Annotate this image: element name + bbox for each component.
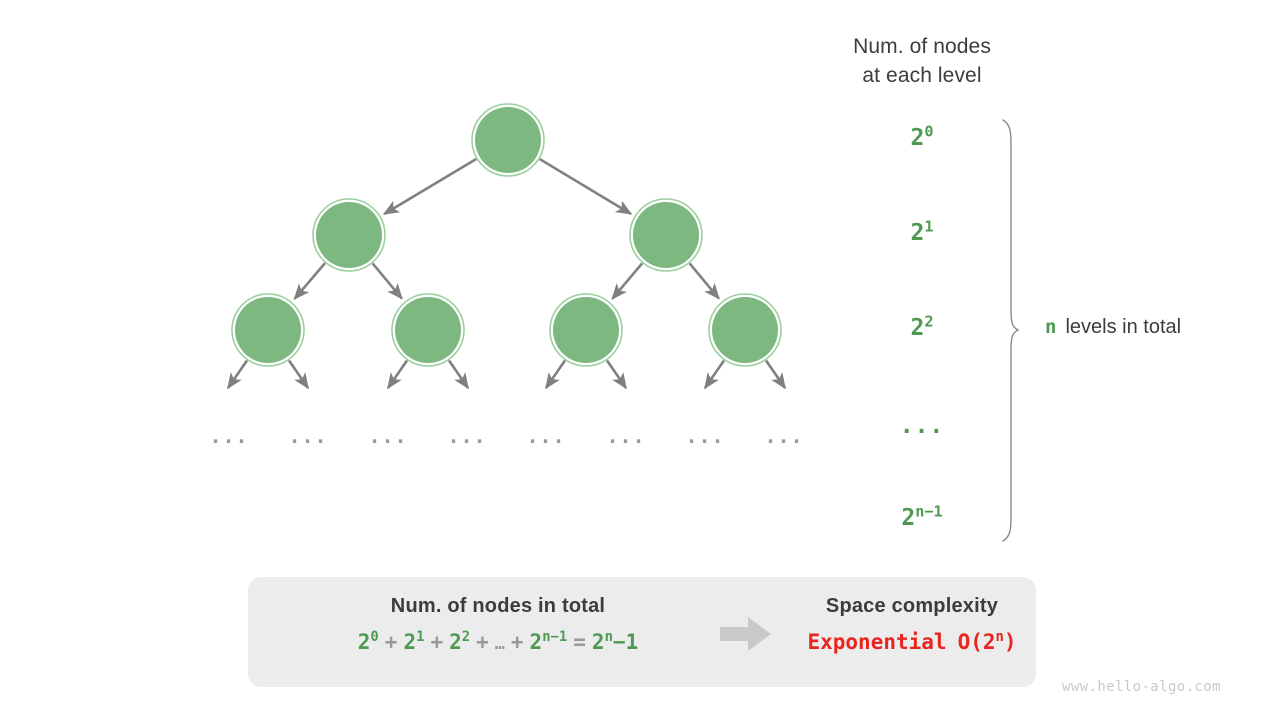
tree-node — [629, 198, 703, 272]
levels-total-variable: n — [1045, 316, 1057, 338]
tree-node-disc — [235, 297, 301, 363]
level-count-exponent: 2 — [924, 312, 934, 331]
tree-node — [391, 293, 465, 367]
complexity-notation: O(2n) — [957, 629, 1017, 654]
formula-term-1: 21 — [403, 629, 425, 654]
tree-node-ring — [708, 293, 782, 367]
tree-node-disc — [553, 297, 619, 363]
leaf-ellipsis-5: ... — [606, 424, 646, 448]
tree-edge — [382, 157, 477, 216]
formula-plus-0: + — [384, 630, 398, 654]
tree-node-disc — [316, 202, 382, 268]
level-count-base: 2 — [901, 505, 916, 531]
formula-result: 2n−1 — [591, 629, 639, 654]
complexity-label: Exponential — [807, 630, 947, 654]
tree-node-ring — [471, 103, 545, 177]
level-count-1: 21 — [852, 217, 992, 246]
levels-total-text: levels in total — [1065, 316, 1182, 338]
formula-term-last: 2n−1 — [529, 629, 568, 654]
tree-edge — [539, 157, 633, 215]
tree-edge — [688, 262, 720, 300]
level-count-base: 2 — [910, 315, 925, 341]
formula-plus-last: + — [510, 630, 524, 654]
formula-plus-2: + — [476, 630, 489, 654]
tree-edge — [611, 262, 644, 300]
leaf-ellipsis-7: ... — [764, 424, 804, 448]
tree-node — [708, 293, 782, 367]
level-count-3: ... — [899, 413, 945, 439]
leaf-ellipsis-3: ... — [447, 424, 487, 448]
leaf-ellipsis-2: ... — [368, 424, 408, 448]
total-nodes-title: Num. of nodes in total — [390, 595, 606, 617]
formula-equals: = — [573, 630, 586, 654]
tree-edge-stub — [764, 359, 787, 390]
tree-node-ring — [312, 198, 386, 272]
tree-node-ring — [231, 293, 305, 367]
summary-left-block: Num. of nodes in total 20+21+22+…+2n−1=2… — [248, 595, 748, 654]
tree-node — [471, 103, 545, 177]
tree-edge-stub — [226, 359, 249, 390]
tree-node — [231, 293, 305, 367]
level-count-4: 2n−1 — [852, 502, 992, 531]
tree-node — [549, 293, 623, 367]
tree-node — [312, 198, 386, 272]
tree-edge-stub — [447, 359, 470, 390]
space-complexity-title: Space complexity — [825, 595, 999, 617]
tree-node-ring — [629, 198, 703, 272]
space-complexity-value: Exponential O(2n) — [788, 630, 1036, 654]
column-header-line1: Num. of nodes — [853, 35, 991, 58]
tree-edge-stub — [605, 359, 628, 390]
tree-node-ring — [391, 293, 465, 367]
level-count-0: 20 — [852, 122, 992, 151]
total-nodes-formula: 20+21+22+…+2n−1=2n−1 — [248, 630, 748, 654]
tree-node-disc — [712, 297, 778, 363]
levels-total-caption: n levels in total — [1045, 316, 1181, 339]
formula-term-2: 22 — [449, 629, 471, 654]
tree-node-disc — [633, 202, 699, 268]
level-count-exponent: 1 — [924, 217, 934, 236]
formula-term-0: 20 — [357, 629, 379, 654]
leaf-ellipsis-0: ... — [209, 424, 249, 448]
column-header-line2: at each level — [862, 64, 982, 87]
tree-edge — [293, 262, 326, 300]
tree-node-disc — [475, 107, 541, 173]
tree-nodes — [231, 103, 782, 367]
level-count-base: 2 — [910, 125, 925, 151]
leaf-ellipsis-6: ... — [685, 424, 725, 448]
tree-edge — [371, 262, 403, 300]
site-watermark: www.hello-algo.com — [1062, 679, 1221, 695]
tree-edge-stub — [544, 359, 567, 390]
tree-node-disc — [395, 297, 461, 363]
level-count-exponent: n−1 — [915, 502, 943, 521]
tree-edges — [226, 157, 787, 390]
tree-node-ring — [549, 293, 623, 367]
level-count-2: 22 — [852, 312, 992, 341]
leaf-ellipsis-4: ... — [526, 424, 566, 448]
tree-edge-stub — [386, 359, 409, 390]
tree-edge-stub — [703, 359, 726, 390]
right-arrow-icon — [720, 617, 771, 651]
leaf-ellipsis-1: ... — [288, 424, 328, 448]
tree-edge-stub — [287, 359, 310, 390]
levels-brace-icon — [1002, 119, 1020, 542]
formula-plus-1: + — [430, 630, 444, 654]
summary-right-block: Space complexity Exponential O(2n) — [788, 595, 1036, 654]
column-header: Num. of nodes at each level — [812, 32, 1032, 90]
level-count-exponent: 0 — [924, 122, 934, 141]
level-count-base: 2 — [910, 220, 925, 246]
summary-panel: Num. of nodes in total 20+21+22+…+2n−1=2… — [248, 577, 1036, 687]
formula-ellipsis: … — [494, 633, 505, 653]
